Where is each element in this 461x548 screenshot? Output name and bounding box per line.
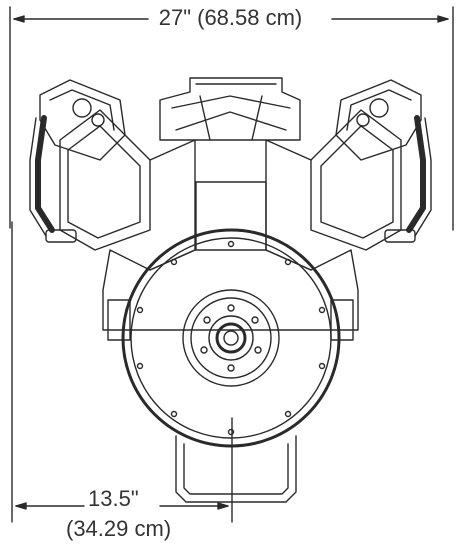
oil-pan [175,435,297,503]
half-width-label-inches: 13.5" [88,486,139,511]
overall-width-dimension [9,6,454,231]
right-accessory [335,79,432,243]
overall-width-label: 27" (68.58 cm) [158,5,303,30]
half-width-label-cm: (34.29 cm) [66,516,172,541]
left-accessory [29,79,126,243]
half-width-dimension [11,221,233,523]
flywheel [121,228,341,448]
intake-manifold [159,77,301,141]
